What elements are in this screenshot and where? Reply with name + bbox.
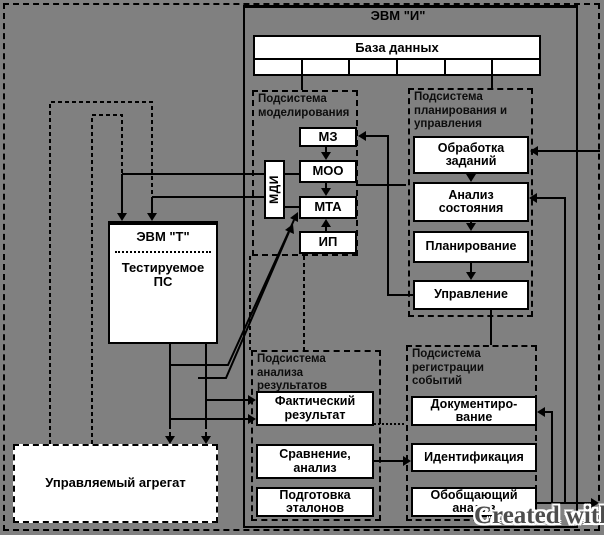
block-job-processing: Обработка заданий <box>413 136 529 174</box>
block-state-analysis: Анализ состояния <box>413 182 529 222</box>
database-box: База данных <box>253 35 541 76</box>
block-documenting: Документиро- вание <box>411 396 537 426</box>
evm-t-title: ЭВМ "Т" <box>136 229 190 244</box>
planning-subsystem-title: Подсистема планирования и управления <box>414 91 508 131</box>
analysis-subsystem-title: Подсистема анализа результатов <box>257 353 328 393</box>
database-cells <box>255 60 539 74</box>
evm-t-divider <box>115 251 211 254</box>
evm-t-content: Тестируемое ПС <box>121 260 205 290</box>
block-actual-result: Фактический результат <box>256 391 374 426</box>
analysis-subsystem-frame <box>251 350 381 521</box>
outer-dashed-frame <box>3 3 600 531</box>
block-moo: МОО <box>299 160 357 183</box>
registration-subsystem-title: Подсистема регистрации событий <box>412 348 484 388</box>
block-mz: МЗ <box>299 127 357 147</box>
database-cell <box>300 60 349 74</box>
block-ip: ИП <box>299 231 357 254</box>
evm-t-box: ЭВМ "Т" Тестируемое ПС <box>108 221 218 344</box>
database-title: База данных <box>255 37 539 60</box>
database-cell <box>491 60 539 74</box>
controlled-unit-box: Управляемый агрегат <box>13 444 218 523</box>
database-cell <box>443 60 492 74</box>
database-cell <box>396 60 444 74</box>
block-summary-analysis: Обобщающий анализ <box>411 487 537 517</box>
block-comparison: Сравнение, анализ <box>256 444 374 479</box>
block-planning: Планирование <box>413 231 529 263</box>
block-mdi: МДИ <box>264 160 285 219</box>
registration-subsystem-frame <box>406 345 537 521</box>
block-control: Управление <box>413 280 529 310</box>
block-reference-prep: Подготовка эталонов <box>256 487 374 517</box>
modeling-subsystem-title: Подсистема моделирования <box>258 93 350 119</box>
watermark-text: Created with <box>474 502 604 529</box>
database-cell <box>348 60 396 74</box>
database-cell <box>255 60 301 74</box>
block-mta: МТА <box>299 196 357 219</box>
block-mdi-label: МДИ <box>267 175 282 204</box>
evm-i-title: ЭВМ "И" <box>370 8 426 23</box>
block-identification: Идентификация <box>411 443 537 472</box>
